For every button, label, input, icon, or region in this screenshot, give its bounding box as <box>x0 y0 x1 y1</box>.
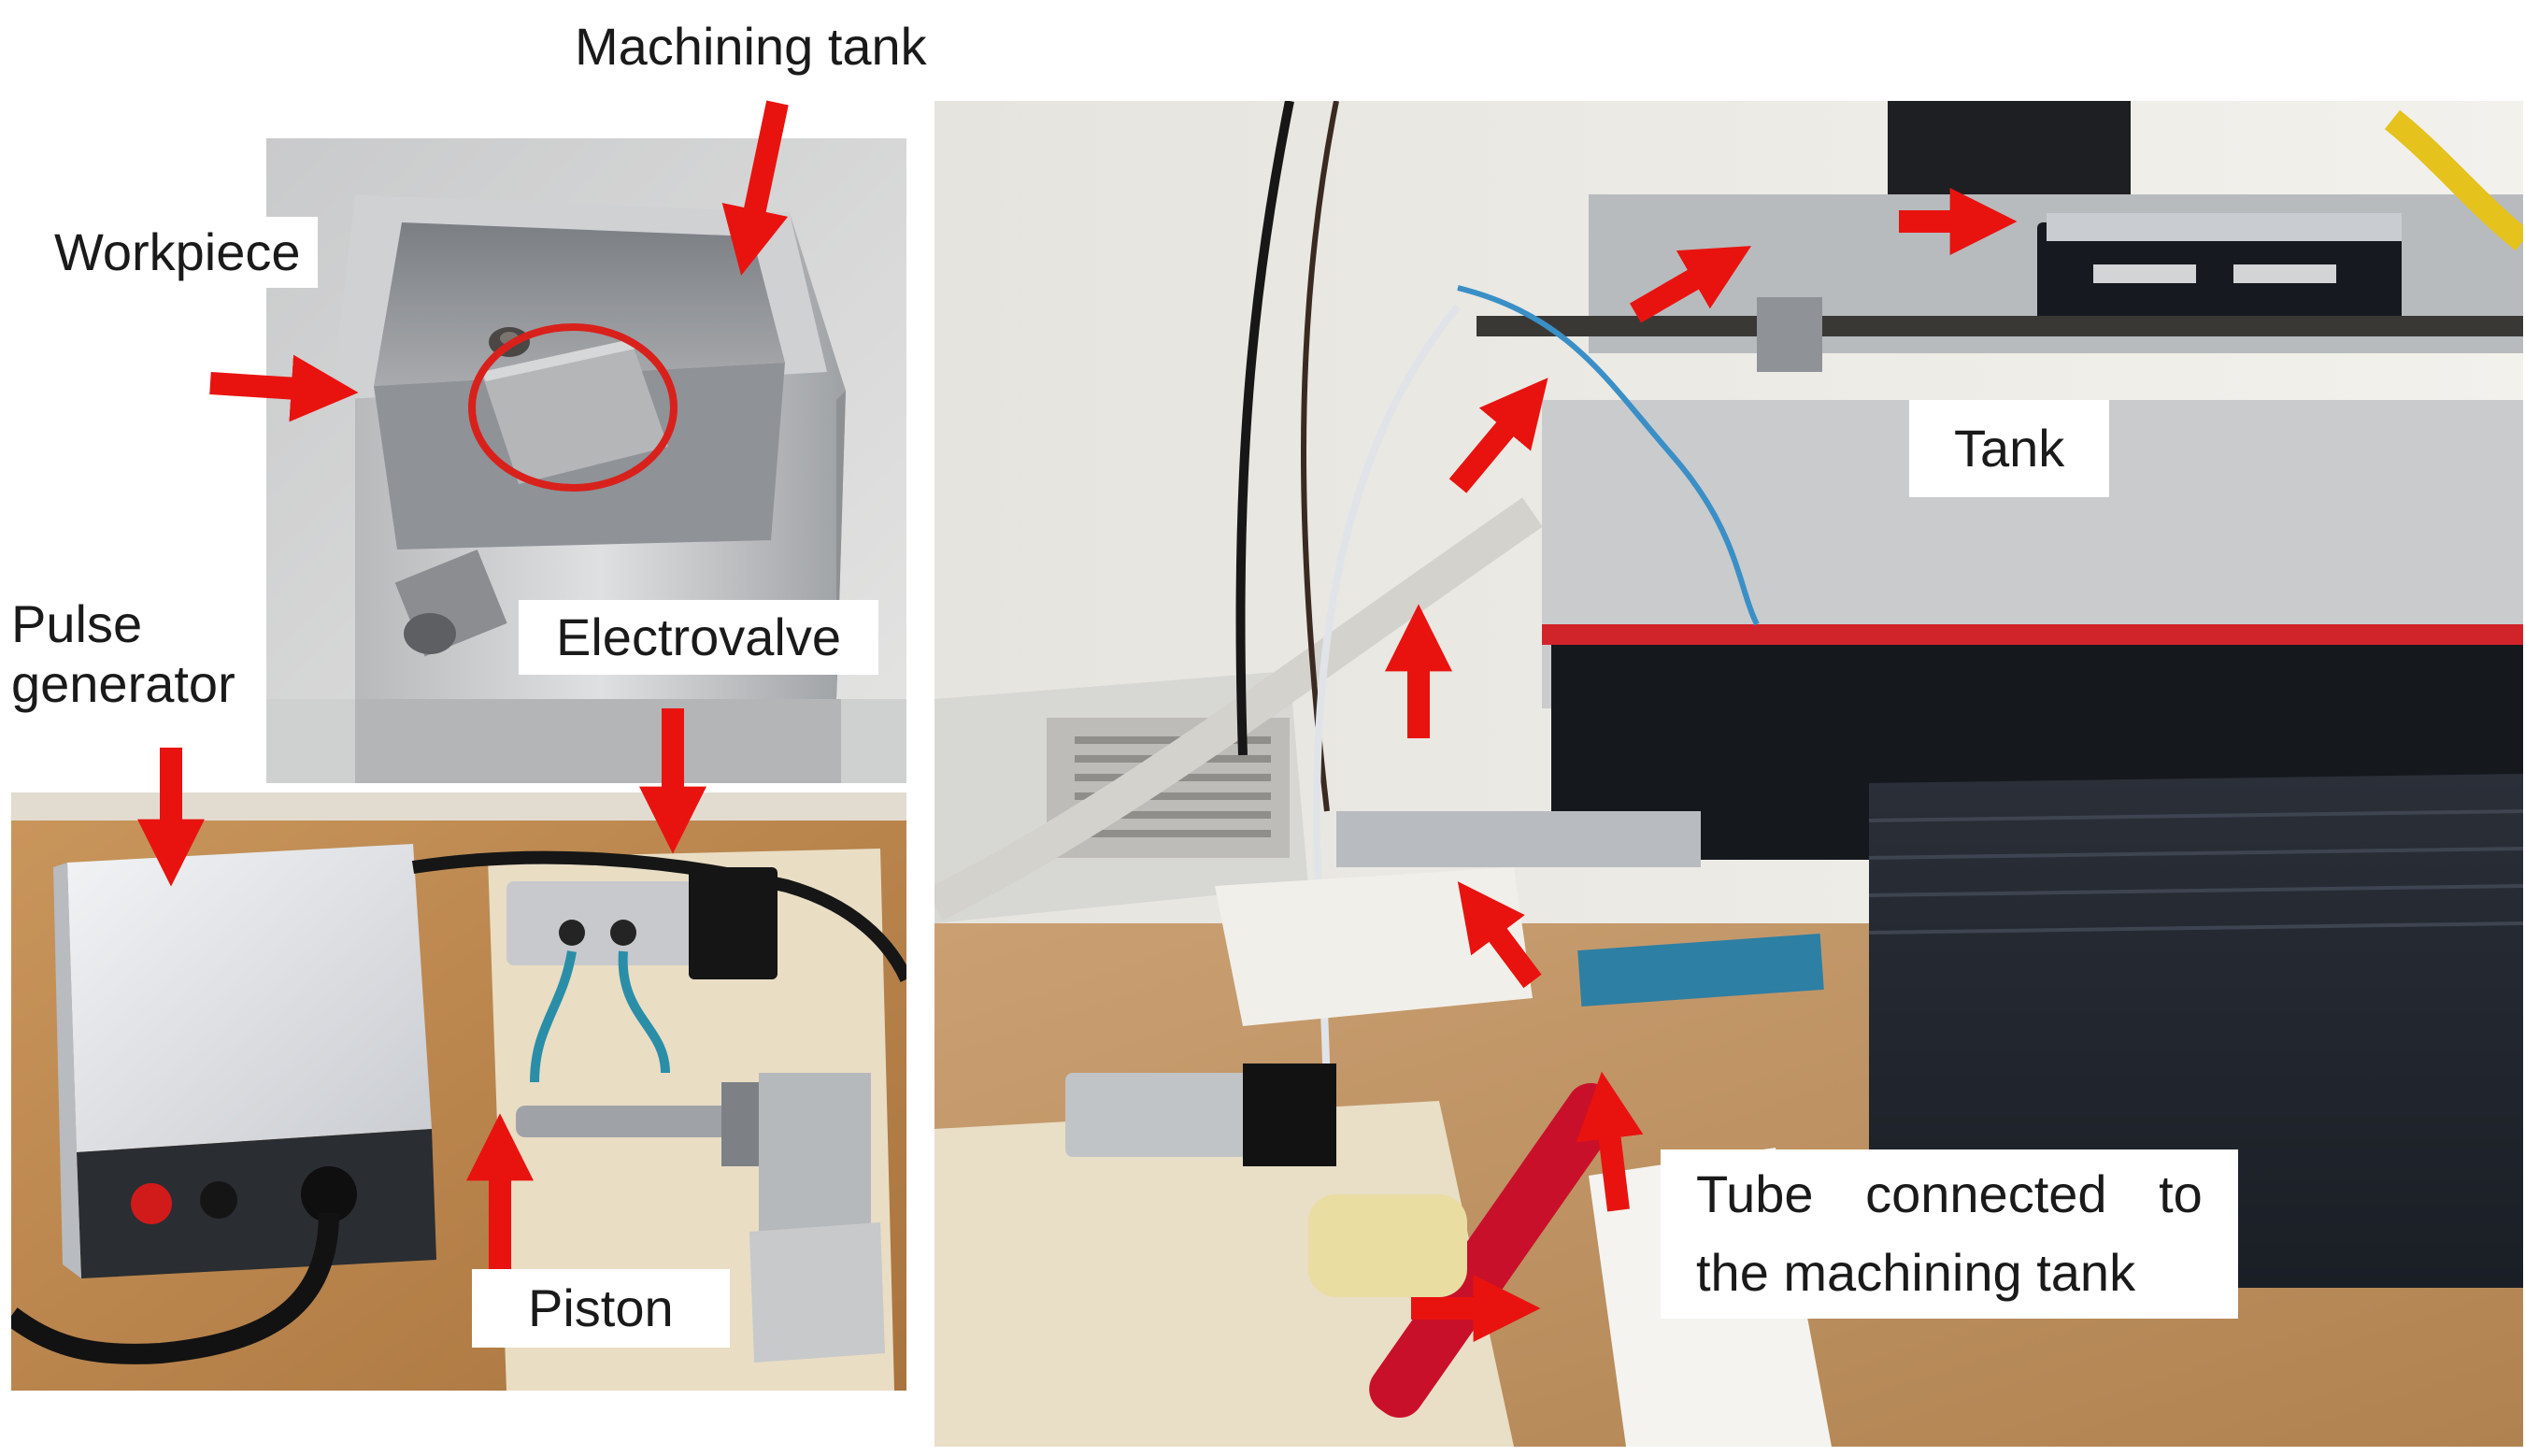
label-pulse-generator-line1: Pulse <box>11 594 143 653</box>
workpiece-tank-photo <box>266 138 906 783</box>
label-electrovalve: Electrovalve <box>519 600 879 676</box>
label-piston: Piston <box>472 1269 730 1349</box>
label-tube-connected: Tube connected to the machining tank <box>1661 1149 2238 1319</box>
label-workpiece: Workpiece <box>37 217 318 289</box>
label-pulse-generator-line2: generator <box>11 654 235 714</box>
label-pulse-generator: Pulse generator <box>0 589 247 724</box>
label-machining-tank: Machining tank <box>575 17 927 76</box>
label-tube-line1: Tube connected to <box>1696 1164 2203 1223</box>
label-tube-line2: the machining tank <box>1696 1243 2136 1303</box>
pulse-generator-bench-photo <box>11 792 906 1391</box>
label-tank: Tank <box>1909 400 2110 498</box>
